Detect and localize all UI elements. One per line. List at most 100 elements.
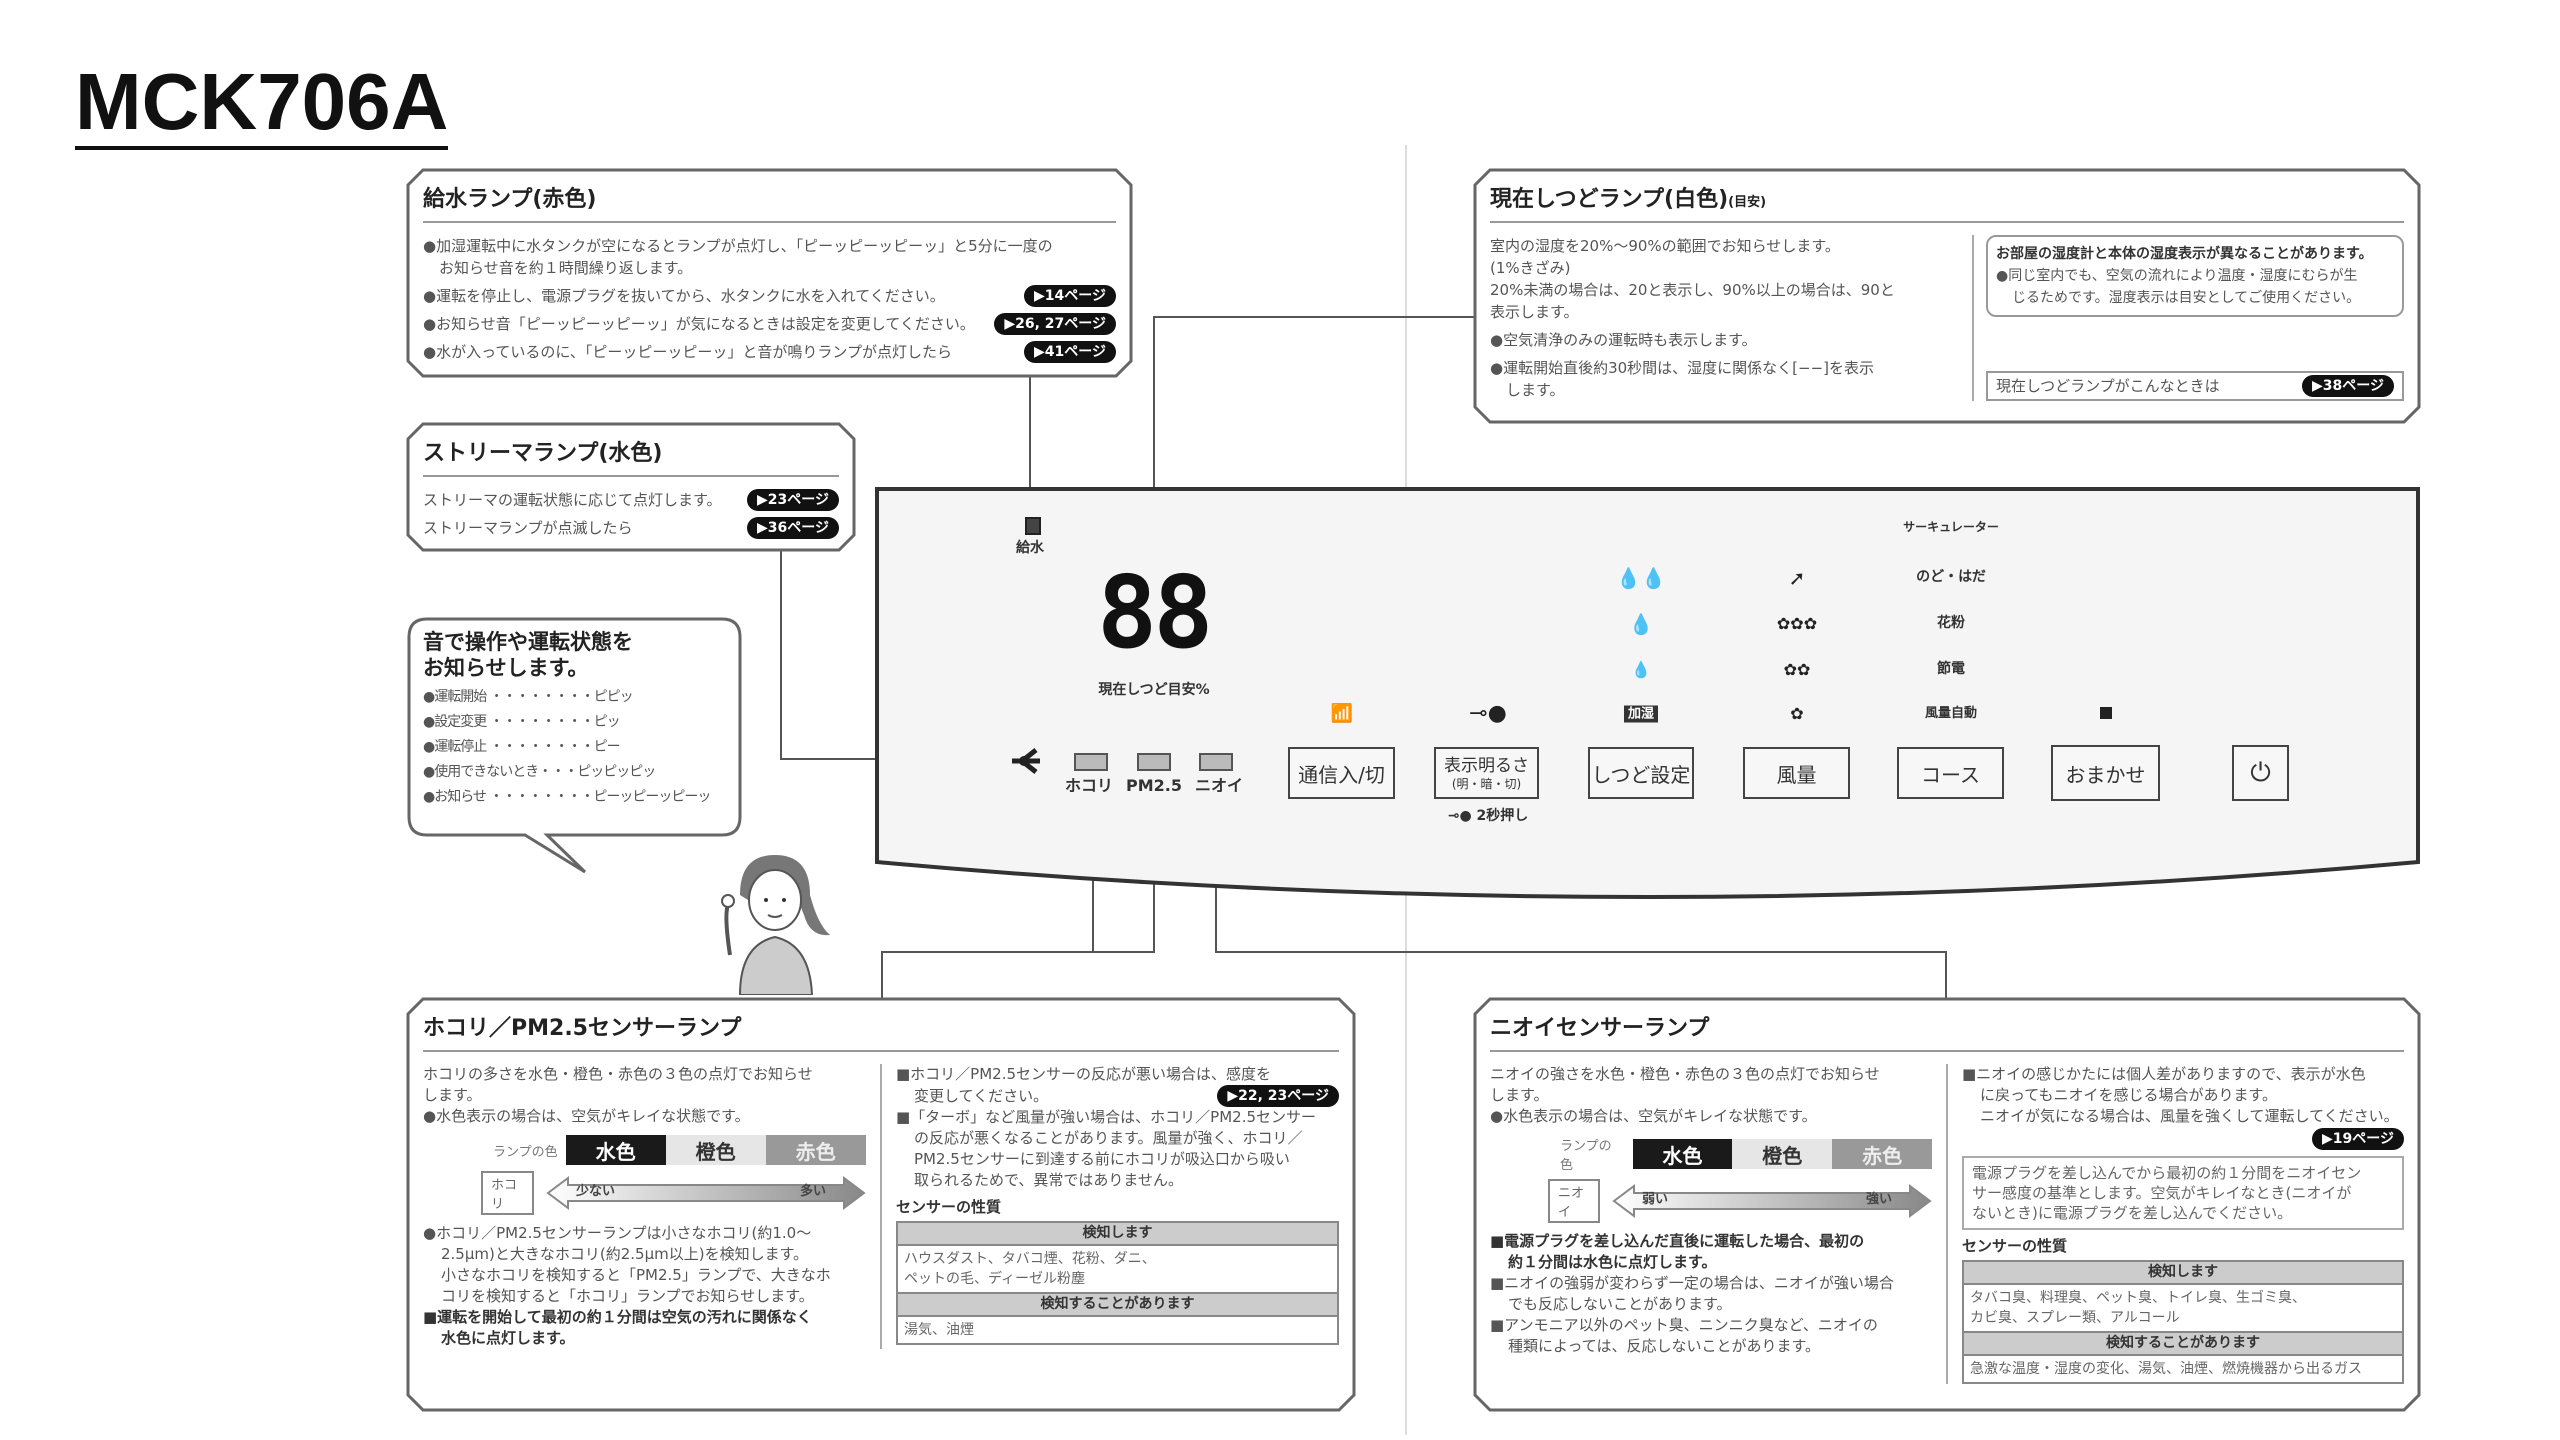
odor-lamp [1199, 753, 1233, 771]
humidity-text: (1%きざみ) [1490, 259, 1571, 277]
page-ref-badge[interactable]: ▶38ページ [2302, 375, 2394, 397]
detects-text: ハウスダスト、タバコ煙、花粉、ダニ、 [904, 1251, 1156, 1267]
connector-dust-v [881, 951, 883, 998]
detects-text: ペットの毛、ディーゼル粉塵 [904, 1271, 1086, 1287]
course-eco: 節電 [1937, 661, 1965, 677]
humidity-mid-icon: 💧 [1628, 612, 1654, 636]
humidity-text: ●空気清浄のみの運転時も表示します。 [1490, 331, 1757, 349]
humidify-badge: 加湿 [1623, 705, 1659, 723]
key-hint-text: 2秒押し [1476, 808, 1529, 824]
streamer-item: ストリーマの運転状態に応じて点灯します。 [423, 491, 722, 509]
page-ref-badge[interactable]: ▶41ページ [1024, 341, 1116, 363]
fan-speed-button[interactable]: 風量 [1743, 747, 1850, 799]
speech-bubble-shape [407, 617, 742, 874]
dust-text: コリを検知すると「ホコリ」ランプでお知らせします。 [441, 1287, 814, 1305]
humidity-text: 20%未満の場合は、20と表示し、90%以上の場合は、90と [1490, 281, 1895, 299]
auto-lamp-indicator [2100, 707, 2112, 719]
pm25-label: PM2.5 [1126, 776, 1182, 795]
page-ref-badge[interactable]: ▶19ページ [2312, 1128, 2404, 1150]
humidity-text: ●運転開始直後約30秒間は、湿度に関係なく[−−]を表示 [1490, 359, 1875, 377]
water-lamp-title: 給水ランプ(赤色) [423, 181, 1116, 223]
odor-text: します。 [1490, 1086, 1549, 1104]
water-item-cont: お知らせ音を約１時間繰り返します。 [439, 259, 693, 277]
humidity-title-note: (目安) [1728, 195, 1767, 210]
scale-tag: ニオイ [1548, 1179, 1600, 1223]
fan-high-icon: ✿✿✿ [1776, 614, 1818, 633]
key-icon: ⊸● [1447, 808, 1477, 824]
brightness-sub-label: (明・暗・切) [1451, 776, 1522, 791]
may-detect-cell: 急激な温度・湿度の変化、湯気、油煙、燃焼機器から出るガス [1970, 1361, 2362, 1377]
detects-header: 検知します [898, 1223, 1337, 1246]
color-orange: 橙色 [665, 1135, 766, 1165]
water-item: ●運転を停止し、電源プラグを抜いてから、水タンクに水を入れてください。 [423, 287, 945, 305]
page-ref-badge[interactable]: ▶23ページ [747, 489, 839, 511]
connector-humidity-h [1153, 316, 1474, 318]
odor-note: ニオイが気になる場合は、風量を強くして運転してください。 [1980, 1107, 2399, 1125]
course-circulator: サーキュレーター [1903, 520, 1999, 534]
wifi-icon: 📶 [1330, 703, 1354, 724]
dust-sensor-title: ホコリ／PM2.5センサーランプ [423, 1010, 1339, 1052]
odor-text: 種類によっては、反応しないことがあります。 [1508, 1337, 1821, 1355]
connector-dust-h [881, 951, 1155, 953]
streamer-lamp-title: ストリーマランプ(水色) [423, 435, 839, 477]
page-ref-badge[interactable]: ▶36ページ [747, 517, 839, 539]
sensor-properties-heading: センサーの性質 [1962, 1237, 2068, 1255]
dust-text: ■運転を開始して最初の約１分間は空気の汚れに関係なく [423, 1308, 812, 1326]
dust-text: 水色に点灯します。 [441, 1329, 575, 1347]
brightness-button[interactable]: 表示明るさ (明・暗・切) [1434, 747, 1539, 799]
sound-notice-bubble: 音で操作や運転状態を お知らせします。 ●運転開始 ・・・・・・・・ピピッ ●設… [407, 617, 742, 874]
humidity-setting-button[interactable]: しつど設定 [1588, 747, 1694, 799]
dust-text: します。 [423, 1086, 482, 1104]
streamer-icon [1012, 748, 1040, 774]
sensor-properties-table: 検知します ハウスダスト、タバコ煙、花粉、ダニ、ペットの毛、ディーゼル粉塵 検知… [896, 1221, 1339, 1345]
dust-note: ■ホコリ／PM2.5センサーの反応が悪い場合は、感度を [896, 1065, 1272, 1083]
power-button[interactable]: ⏻ [2232, 745, 2289, 801]
dust-text: 小さなホコリを検知すると「PM2.5」ランプで、大きなホ [441, 1266, 831, 1284]
may-detect-header: 検知することがあります [898, 1294, 1337, 1317]
panel-outline [875, 487, 2420, 899]
dust-text: 2.5μm)と大きなホコリ(約2.5μm以上)を検知します。 [441, 1245, 809, 1263]
course-pollen: 花粉 [1937, 615, 1965, 631]
odor-scale: ニオイ 弱い 強い [1548, 1179, 1932, 1223]
dust-text: ●ホコリ／PM2.5センサーランプは小さなホコリ(約1.0〜 [423, 1224, 812, 1242]
sound-item: ●運転開始 ・・・・・・・・ピピッ [423, 689, 634, 705]
notice-text: ●同じ室内でも、空気の流れにより温度・湿度にむらが生 [1996, 268, 2358, 284]
odor-text: ●水色表示の場合は、空気がキレイな状態です。 [1490, 1107, 1817, 1125]
course-throat-skin: のど・はだ [1916, 569, 1986, 585]
humidity-link-row[interactable]: 現在しつどランプがこんなときは▶38ページ [1986, 371, 2404, 401]
double-arrow-icon [546, 1176, 866, 1210]
sound-item: ●設定変更 ・・・・・・・・ピッ [423, 714, 621, 730]
sensor-properties-table: 検知します タバコ臭、料理臭、ペット臭、トイレ臭、生ゴミ臭、カビ臭、スプレー類、… [1962, 1260, 2404, 1384]
control-panel: 給水 88 現在しつど目安% ホコリ PM2.5 ニオイ 📶 通信入/切 ⊸● … [875, 487, 2420, 907]
water-item: ●加湿運転中に水タンクが空になるとランプが点灯し、「ピーッピーッピーッ」と5分に… [423, 237, 1053, 255]
connector-humidity [1153, 316, 1155, 562]
humidity-notice: お部屋の湿度計と本体の湿度表示が異なることがあります。 ●同じ室内でも、空気の流… [1986, 235, 2404, 317]
odor-baseline-note: 電源プラグを差し込んでから最初の約１分間をニオイセンサー感度の基準とします。空気… [1962, 1156, 2404, 1230]
comm-toggle-button[interactable]: 通信入/切 [1288, 747, 1395, 799]
lamp-color-label: ランプの色 [493, 1144, 558, 1160]
odor-note: ■ニオイの感じかたには個人差がありますので、表示が水色 [1962, 1065, 2366, 1083]
color-light-blue: 水色 [1632, 1139, 1733, 1169]
detects-header: 検知します [1964, 1262, 2402, 1285]
sound-item: ●使用できないとき・・・ピッピッピッ [423, 764, 656, 780]
dust-scale: ホコリ 少ない 多い [481, 1171, 866, 1215]
detects-text: カビ臭、スプレー類、アルコール [1970, 1310, 2180, 1326]
lamp-color-legend: ランプの色 水色 橙色 赤色 [493, 1135, 866, 1165]
page-ref-badge[interactable]: ▶14ページ [1024, 285, 1116, 307]
odor-text: ■ニオイの強弱が変わらず一定の場合は、ニオイが強い場合 [1490, 1274, 1894, 1292]
connector-odor-v [1945, 951, 1947, 998]
water-item: ●お知らせ音「ピーッピーッピーッ」が気になるときは設定を変更してください。 [423, 315, 975, 333]
page-ref-badge[interactable]: ▶22, 23ページ [1217, 1085, 1339, 1107]
connector-water [1029, 377, 1031, 525]
sound-title-2: お知らせします。 [423, 656, 589, 680]
scale-high: 多い [799, 1184, 826, 1199]
water-lamp-box: 給水ランプ(赤色) ●加湿運転中に水タンクが空になるとランプが点灯し、「ピーッピ… [406, 168, 1133, 378]
box-frame [406, 422, 856, 552]
dust-label: ホコリ [1064, 776, 1114, 795]
auto-mode-button[interactable]: おまかせ [2051, 745, 2160, 801]
page-ref-badge[interactable]: ▶26, 27ページ [994, 313, 1116, 335]
connector-streamer [780, 551, 782, 759]
odor-text: ■アンモニア以外のペット臭、ニンニク臭など、ニオイの [1490, 1316, 1878, 1334]
course-button[interactable]: コース [1897, 747, 2004, 799]
humidity-display: 88 [1097, 554, 1213, 671]
